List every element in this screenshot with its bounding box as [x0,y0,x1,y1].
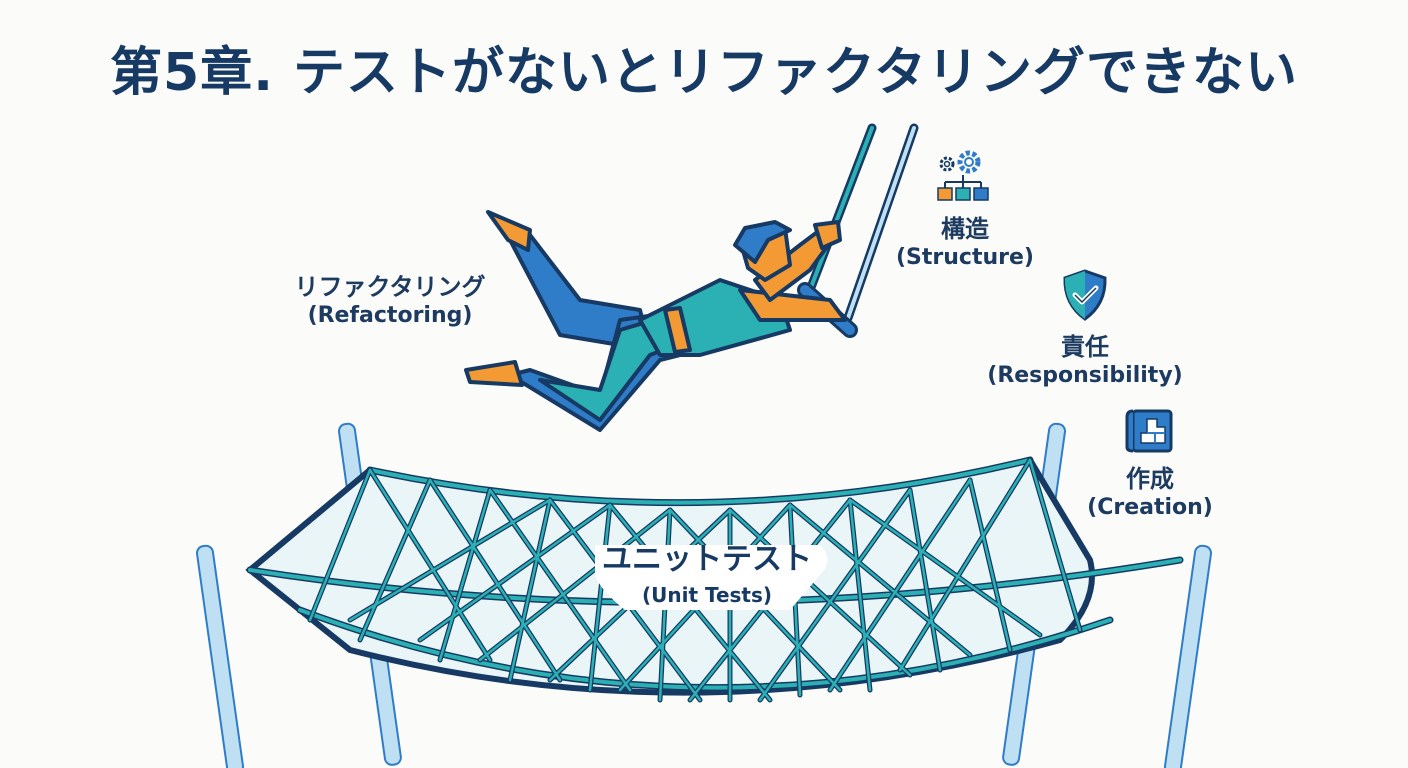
creation-jp: 作成 [1126,465,1174,493]
responsibility-en: (Responsibility) [987,363,1183,388]
refactoring-jp: リファクタリング [294,273,486,301]
structure-label: 構造 (Structure) [890,214,1040,272]
creation-en: (Creation) [1087,495,1213,520]
unit-tests-en: (Unit Tests) [641,583,773,607]
unit-tests-jp: ユニットテスト [602,542,812,577]
page-title: 第5章. テストがないとリファクタリングできない [110,43,1298,103]
shield-check-icon [1063,269,1107,321]
acrobat-figure [464,210,847,432]
structure-jp: 構造 [941,215,989,243]
blueprint-icon [1125,409,1173,453]
refactoring-label: リファクタリング (Refactoring) [270,272,510,330]
responsibility-label: 責任 (Responsibility) [975,332,1195,390]
gears-hierarchy-icon [937,150,989,201]
responsibility-jp: 責任 [1061,333,1109,361]
safety-net [245,456,1184,703]
refactoring-en: (Refactoring) [307,303,473,328]
unit-tests-label: ユニットテスト (Unit Tests) [582,540,832,610]
creation-label: 作成 (Creation) [1080,464,1220,522]
structure-en: (Structure) [896,245,1034,270]
